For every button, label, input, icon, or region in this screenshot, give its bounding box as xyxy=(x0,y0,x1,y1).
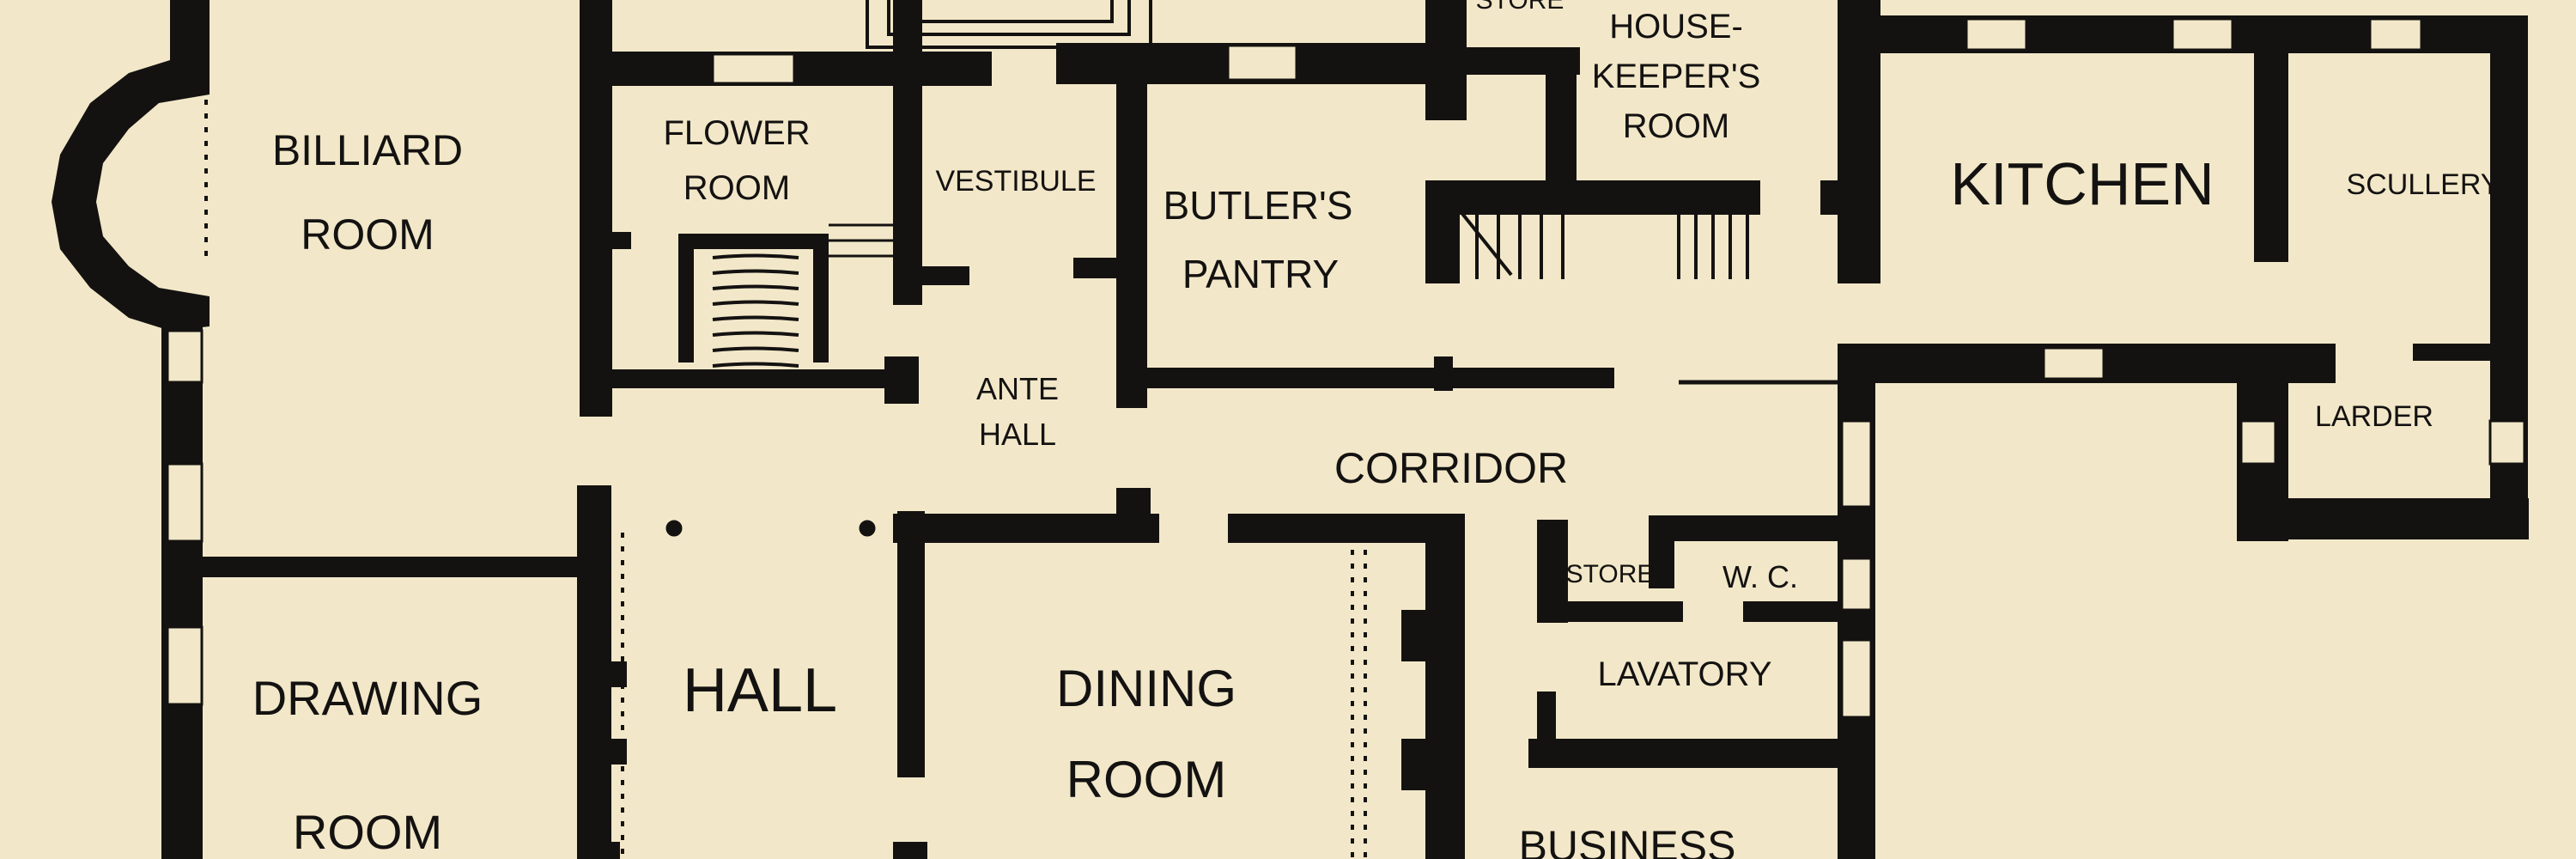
larder-south-wall xyxy=(2237,498,2529,539)
housekeeper-west-wall xyxy=(1546,52,1577,198)
kitchen-window-2 xyxy=(2171,17,2234,52)
stair-west-wall xyxy=(1425,206,1460,283)
lavatory-label: LAVATORY xyxy=(1597,655,1771,693)
stair-treads xyxy=(712,253,799,383)
flower-room-west-stub xyxy=(605,232,631,249)
store-top-label: STORE xyxy=(1476,0,1564,15)
dining-east-wall xyxy=(1425,514,1465,859)
dining-east-pier-a xyxy=(1401,610,1436,661)
butler-south-wall xyxy=(1133,368,1614,388)
lavatory-west-stub xyxy=(1537,691,1556,743)
butler-west-wall xyxy=(1116,82,1147,408)
hall-post-dot-a xyxy=(665,520,683,537)
porch-outline-outer xyxy=(866,0,1152,49)
butlers-pantry-label-2: PANTRY xyxy=(1182,252,1339,296)
billiard-drawing-partition xyxy=(203,557,580,577)
billiard-room-label-2: ROOM xyxy=(301,210,434,259)
dining-east-pier-b xyxy=(1401,739,1436,790)
west-window-3 xyxy=(166,625,204,706)
hall-label: HALL xyxy=(683,656,837,725)
vestibule-label: VESTIBULE xyxy=(935,165,1096,198)
bay-window-upper xyxy=(52,60,210,202)
wc-label: W. C. xyxy=(1722,559,1798,594)
flower-room-window xyxy=(711,52,796,85)
windows xyxy=(166,17,2526,719)
scullery-label: SCULLERY xyxy=(2347,168,2500,201)
flower-vestibule-partition xyxy=(893,77,922,305)
stair-top-rail xyxy=(678,234,829,249)
butler-window xyxy=(1226,44,1298,82)
hall-base xyxy=(577,842,620,859)
service-window-3 xyxy=(1840,638,1873,719)
hall-dining-partition xyxy=(897,511,925,777)
ante-hall-label-1: ANTE xyxy=(976,371,1059,406)
stair-right-rail xyxy=(813,234,829,362)
dining-north-wall-a xyxy=(893,514,1159,543)
drawing-room-label-2: ROOM xyxy=(293,805,442,859)
housekeepers-room-label-1: HOUSE- xyxy=(1609,8,1743,46)
door-lines xyxy=(204,86,1838,859)
dining-room-label-2: ROOM xyxy=(1066,751,1227,808)
corridor-label: CORRIDOR xyxy=(1334,444,1568,492)
housekeepers-room-label-2: KEEPER'S xyxy=(1592,58,1761,95)
porch-outline-core xyxy=(904,0,1114,23)
hall-post-dot-b xyxy=(859,520,876,537)
service-window-1 xyxy=(1840,419,1873,509)
butler-door-stub xyxy=(1434,356,1453,391)
room-labels: BILLIARD ROOM FLOWER ROOM VESTIBULE BUTL… xyxy=(252,0,2500,859)
kitchen-label: KITCHEN xyxy=(1950,150,2214,217)
butler-west-stub xyxy=(1073,258,1121,278)
larder-west-window xyxy=(2239,419,2277,466)
west-window-2 xyxy=(166,462,204,543)
wc-north-wall xyxy=(1649,515,1842,541)
butlers-pantry-label-1: BUTLER'S xyxy=(1163,183,1353,228)
business-room-label: BUSINESS xyxy=(1519,822,1736,859)
porch-outline-inner xyxy=(887,0,1131,36)
billiard-room-label-1: BILLIARD xyxy=(272,126,463,174)
housekeepers-room-label-3: ROOM xyxy=(1623,107,1729,145)
scullery-window xyxy=(2368,17,2423,52)
store-lower-label: STORE xyxy=(1566,560,1655,588)
lavatory-south-wall xyxy=(1528,739,1846,768)
west-window-1 xyxy=(166,329,204,384)
drawing-room-label-1: DRAWING xyxy=(252,671,483,725)
kitchen-window-1 xyxy=(1965,17,2028,52)
hall-stub-bottom xyxy=(893,842,927,859)
dining-room-label-1: DINING xyxy=(1056,660,1236,717)
dining-north-wall-b xyxy=(1228,514,1451,543)
flower-room-label-1: FLOWER xyxy=(663,114,810,152)
larder-east-window xyxy=(2488,419,2526,466)
store-south-partition xyxy=(1537,601,1683,622)
stair-upper-flight xyxy=(829,223,893,258)
walls xyxy=(52,0,2529,859)
stair-left-rail xyxy=(678,234,694,362)
larder-label: LARDER xyxy=(2315,400,2433,433)
kitchen-scullery-partition xyxy=(2254,52,2288,262)
kitchen-south-window xyxy=(2042,346,2105,381)
west-wall-top xyxy=(170,0,210,69)
stair-landing-wall xyxy=(1425,180,1760,215)
larder-north-stub xyxy=(2413,344,2490,361)
service-window-2 xyxy=(1840,557,1873,612)
ante-hall-label-2: HALL xyxy=(979,417,1056,452)
larder-door-stub xyxy=(2318,344,2336,369)
west-exterior-wall xyxy=(161,296,203,859)
vestibule-stub xyxy=(922,266,969,285)
dining-north-pier xyxy=(1116,488,1151,539)
main-staircase xyxy=(678,223,893,383)
wc-south-wall xyxy=(1743,601,1846,622)
service-stair-diagonal xyxy=(1458,209,1513,277)
service-staircase xyxy=(1458,209,1749,279)
entrance-moulding xyxy=(866,0,1152,49)
flower-room-label-2: ROOM xyxy=(683,169,790,207)
ante-hall-pier xyxy=(884,356,919,404)
kitchen-pier xyxy=(1820,180,1855,215)
